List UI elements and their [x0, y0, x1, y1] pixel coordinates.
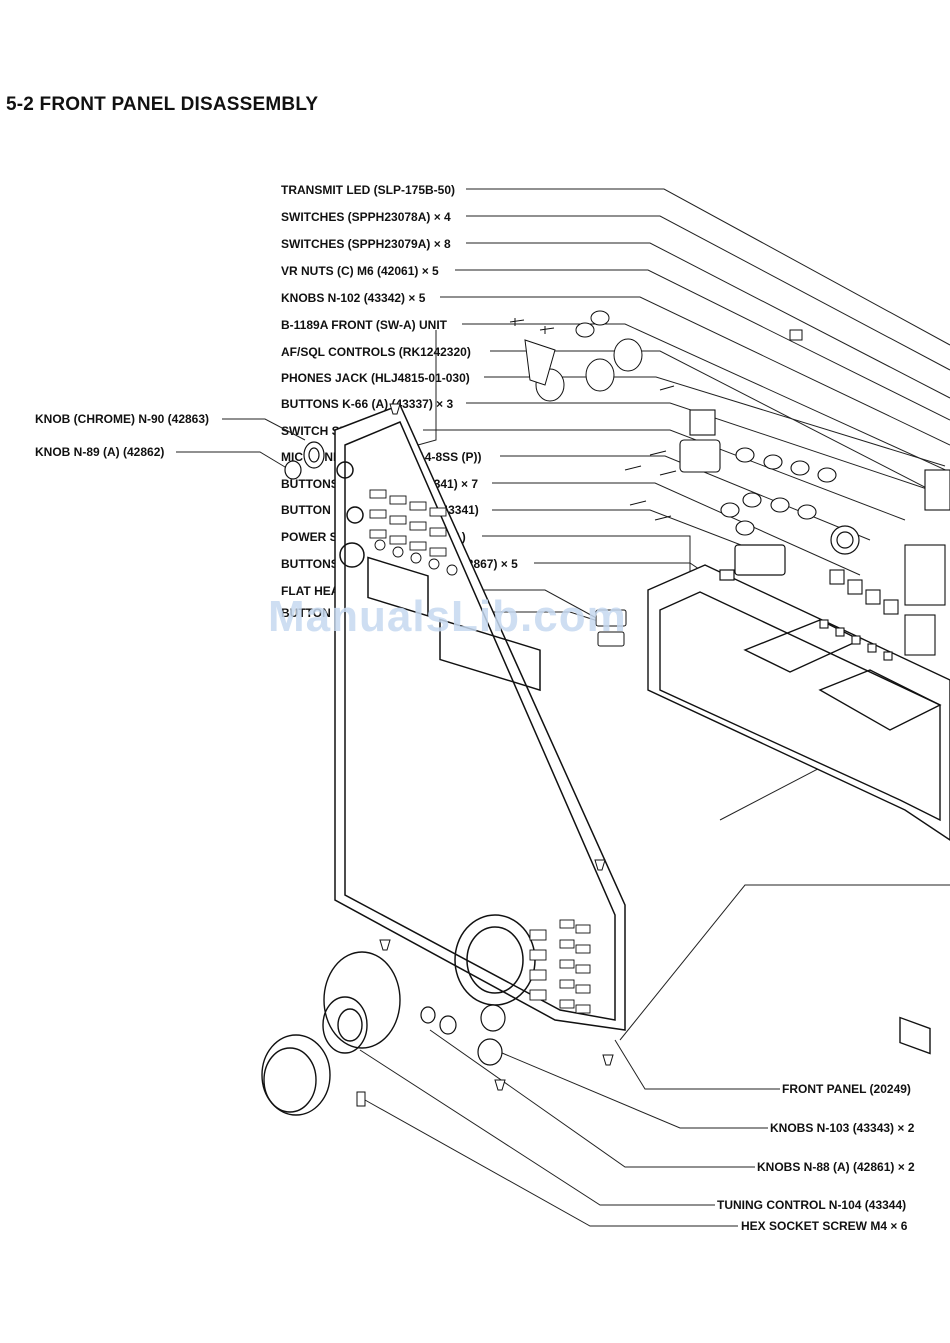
callout-label: AF/SQL CONTROLS (RK1242320): [281, 345, 471, 359]
front-panel: [334, 404, 626, 1031]
callout-label: SWITCHES (SPPH23078A) × 4: [281, 210, 451, 224]
leader-line: [364, 1099, 738, 1227]
leader-line: [359, 1049, 715, 1206]
callout-label: TRANSMIT LED (SLP-175B-50): [281, 183, 456, 197]
leader-line: [619, 884, 950, 1041]
callout-label: BUTTONS K-66 (A) (43337) × 3: [281, 397, 454, 411]
leader-line: [462, 323, 950, 473]
chassis-frame: [647, 564, 950, 841]
leader-line: [466, 215, 950, 371]
leader-line: [455, 269, 950, 421]
knob-n89: [284, 460, 302, 480]
leader-line: [614, 1039, 780, 1090]
leader-line: [176, 451, 291, 471]
callout-label: FRONT PANEL (20249): [782, 1082, 911, 1096]
callout-label: KNOB N-89 (A) (42862): [35, 445, 165, 459]
callout-label: KNOBS N-102 (43342) × 5: [281, 291, 426, 305]
leader-line: [454, 589, 601, 621]
callout-label: TUNING CONTROL N-104 (43344): [717, 1198, 907, 1212]
leader-line: [440, 296, 950, 446]
callout-label: B-1189A FRONT (SW-A) UNIT: [281, 318, 447, 332]
callout-label: SWITCHES (SPPH23079A) × 8: [281, 237, 451, 251]
leader-line: [492, 482, 861, 576]
leader-line: [494, 1049, 768, 1129]
leader-line: [466, 188, 950, 346]
callout-label: HEX SOCKET SCREW M4 × 6: [741, 1219, 908, 1233]
leader-line: [466, 242, 950, 399]
callout-label: VR NUTS (C) M6 (42061) × 5: [281, 264, 439, 278]
tuning-control: [323, 951, 401, 1049]
callout-label: PHONES JACK (HLJ4815-01-030): [281, 371, 470, 385]
page-title: 5-2 FRONT PANEL DISASSEMBLY: [6, 94, 319, 115]
leader-line: [423, 429, 906, 521]
callout-label: KNOB (CHROME) N-90 (42863): [35, 412, 210, 426]
leader-line: [429, 1029, 755, 1168]
af-sql-control: [679, 439, 721, 473]
callout-label: KNOBS N-103 (43343) × 2: [770, 1121, 915, 1135]
knob-chrome-n90: [303, 441, 325, 469]
leader-line: [222, 418, 306, 441]
power-switch: [734, 544, 786, 576]
leader-line: [466, 402, 931, 491]
callout-label: KNOBS N-88 (A) (42861) × 2: [757, 1160, 915, 1174]
leader-line: [492, 509, 781, 561]
watermark: ManualsLib.com: [268, 592, 627, 641]
